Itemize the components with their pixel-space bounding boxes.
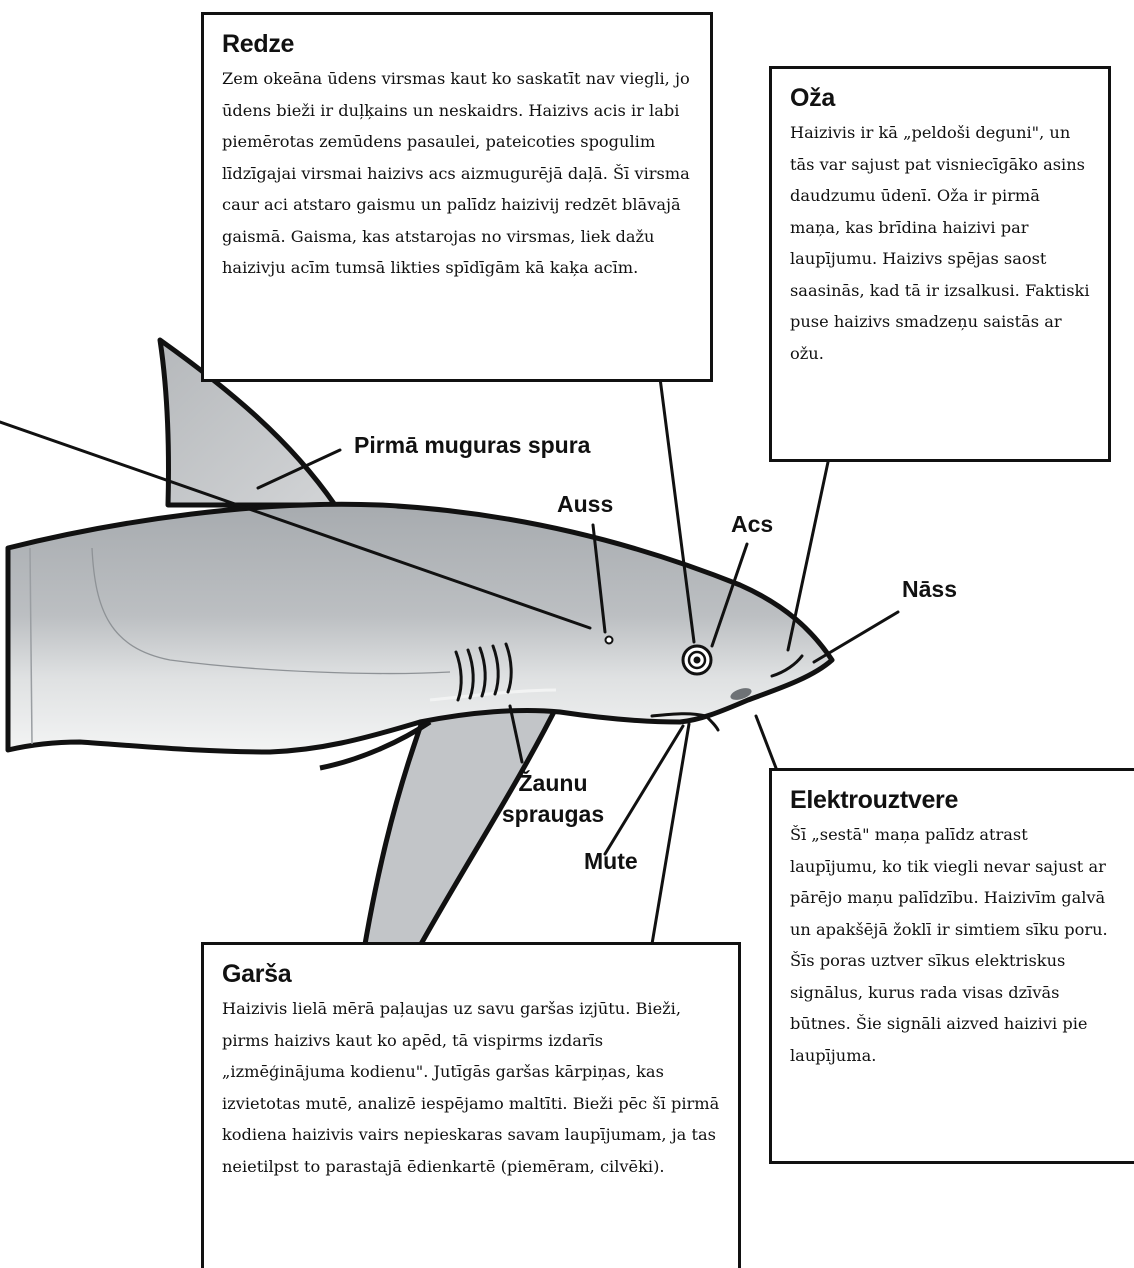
label-gills-line2: spraugas	[492, 801, 614, 828]
elektrouztvere-text: Šī „sestā" maņa palīdz atrast laupījumu,…	[790, 819, 1115, 1071]
elektrouztvere-box: Elektrouztvere Šī „sestā" maņa palīdz at…	[769, 768, 1134, 1164]
pointer-elektrouztvere	[756, 716, 776, 768]
oza-title: Oža	[790, 83, 1094, 113]
eye-graphic	[683, 646, 711, 674]
redze-title: Redze	[222, 29, 692, 59]
redze-text: Zem okeāna ūdens virsmas kaut ko saskatī…	[222, 63, 692, 284]
label-dorsal-fin: Pirmā muguras spura	[354, 432, 590, 459]
elektrouztvere-title: Elektrouztvere	[790, 785, 1115, 815]
garsa-text: Haizivis lielā mērā paļaujas uz savu gar…	[222, 993, 720, 1182]
pointer-nostril	[814, 612, 898, 662]
redze-box: Redze Zem okeāna ūdens virsmas kaut ko s…	[201, 12, 713, 382]
label-eye: Acs	[731, 511, 773, 538]
pointer-oza	[788, 462, 828, 650]
label-gills: Žaunu spraugas	[492, 770, 614, 828]
shark-body	[8, 504, 832, 752]
ear-dot	[606, 637, 613, 644]
garsa-box: Garša Haizivis lielā mērā paļaujas uz sa…	[201, 942, 741, 1268]
label-mouth: Mute	[584, 848, 638, 875]
oza-box: Oža Haizivis ir kā „peldoši deguni", un …	[769, 66, 1111, 462]
label-gills-line1: Žaunu	[492, 770, 614, 797]
label-nostril: Nāss	[902, 576, 957, 603]
label-ear: Auss	[557, 491, 613, 518]
garsa-title: Garša	[222, 959, 720, 989]
pointer-garsa	[652, 724, 689, 944]
oza-text: Haizivis ir kā „peldoši deguni", un tās …	[790, 117, 1094, 369]
